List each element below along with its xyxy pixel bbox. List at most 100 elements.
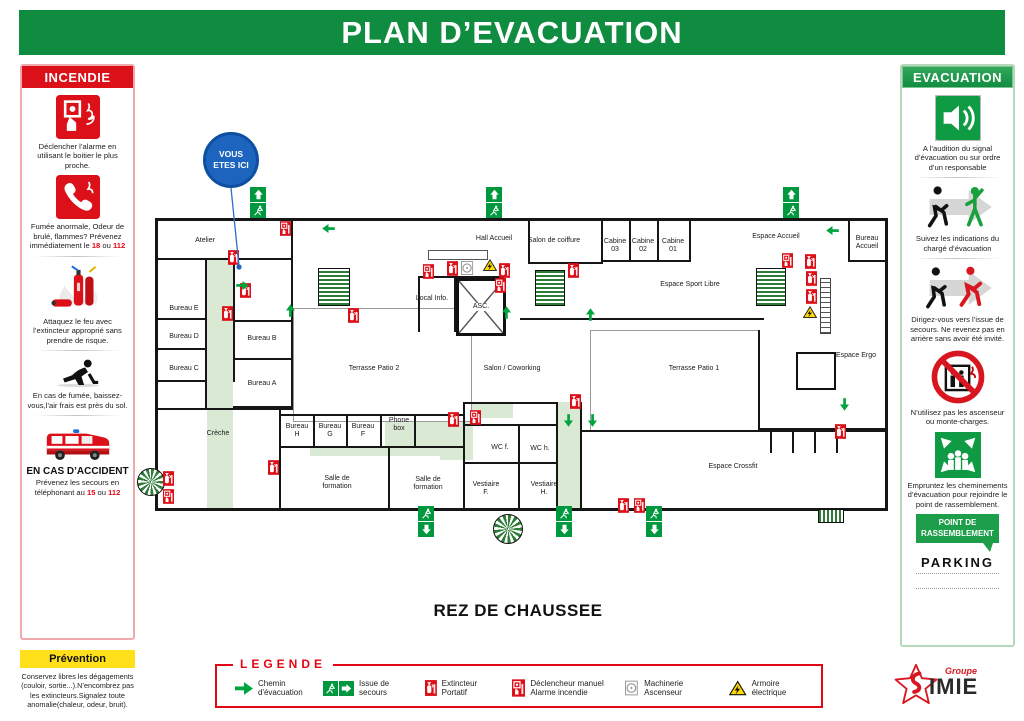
exit-arrow-up-icon bbox=[250, 187, 266, 202]
you-are-here-label: VOUS ETES ICI bbox=[213, 149, 249, 170]
evacuation-arrow-icon bbox=[502, 306, 511, 319]
wall bbox=[629, 218, 631, 262]
room-label-asc: ASC. bbox=[471, 303, 491, 311]
floor-name: REZ DE CHAUSSEE bbox=[433, 601, 603, 620]
wall bbox=[291, 315, 293, 408]
incendie-header-label: INCENDIE bbox=[44, 69, 111, 85]
wall bbox=[418, 276, 420, 332]
wall bbox=[601, 218, 603, 262]
wall bbox=[885, 218, 888, 511]
extinguisher-icon bbox=[424, 679, 437, 697]
wall bbox=[418, 276, 504, 278]
room-label: Salon de coiffure bbox=[527, 237, 581, 245]
divider bbox=[914, 258, 1001, 260]
extinguisher-icon bbox=[447, 261, 458, 276]
legend-label: Chemin d'évacuation bbox=[258, 678, 303, 697]
manual-call-point-icon bbox=[470, 410, 481, 425]
room-label: Bureau A bbox=[247, 380, 277, 388]
exit-runner-icon bbox=[646, 506, 662, 521]
legend-title: LEGENDE bbox=[233, 657, 334, 671]
wall bbox=[346, 414, 348, 448]
fire-extinguishers-illustration bbox=[50, 265, 98, 307]
wall bbox=[836, 431, 838, 453]
manual-call-point-icon bbox=[495, 278, 506, 293]
accident-title: EN CAS D’ACCIDENT bbox=[26, 466, 129, 478]
exit-runner-icon bbox=[783, 203, 799, 218]
wall bbox=[454, 276, 456, 332]
prevention-header: Prévention bbox=[20, 650, 135, 668]
room-label: Salle de formation bbox=[413, 476, 443, 491]
crouch-low-icon bbox=[56, 360, 99, 388]
shelving bbox=[820, 278, 831, 334]
evacuation-body: A l’audition du signal d’évacuation ou s… bbox=[902, 88, 1013, 594]
wall bbox=[528, 262, 603, 264]
emergency-exit-sign bbox=[486, 187, 502, 218]
manual-call-point-icon bbox=[423, 264, 434, 279]
exit-arrow-down-icon bbox=[646, 522, 662, 537]
extinguisher-icon bbox=[568, 263, 579, 278]
logo-name: IMIE bbox=[929, 674, 979, 699]
evacuation-step2-text: Suivez les indications du chargé d’évacu… bbox=[915, 234, 1000, 253]
wall bbox=[155, 508, 888, 511]
evacuation-arrow-icon bbox=[826, 226, 839, 235]
exit-runner-icon bbox=[418, 506, 434, 521]
wall bbox=[528, 218, 530, 264]
fire-phone-icon bbox=[55, 175, 100, 220]
company-logo: Groupe IMIE bbox=[893, 658, 1019, 716]
emergency-exit-icon bbox=[323, 680, 354, 696]
room-label: Atelier bbox=[195, 237, 215, 245]
exterior-stairs bbox=[818, 509, 844, 523]
room-label: Cabine 02 bbox=[631, 238, 655, 253]
legend-item: Chemin d'évacuation bbox=[235, 679, 310, 697]
manual-call-point-icon bbox=[280, 221, 291, 236]
legend-label: Déclencheur manuel Alarme incendie bbox=[530, 678, 604, 697]
wall bbox=[601, 260, 691, 262]
wall bbox=[414, 414, 416, 448]
room-label: Vestiaire F. bbox=[472, 481, 500, 496]
wall bbox=[556, 402, 558, 510]
wall bbox=[279, 446, 465, 448]
wall bbox=[233, 406, 293, 408]
legend-label: Issue de secours bbox=[359, 678, 390, 697]
room-label: Bureau E bbox=[169, 305, 199, 313]
terrace-patio-1-area bbox=[590, 330, 760, 432]
stairs bbox=[535, 270, 565, 306]
manual-call-point-icon bbox=[163, 489, 174, 504]
stairs bbox=[756, 268, 786, 306]
wall bbox=[155, 218, 888, 221]
no-elevator-icon bbox=[931, 350, 984, 404]
divider bbox=[34, 415, 121, 417]
extinguisher-icon bbox=[570, 394, 581, 409]
room-label: Phone box bbox=[388, 417, 410, 432]
wall bbox=[155, 348, 207, 350]
prevention-text: Conservez libres les dégagements (couloi… bbox=[21, 672, 134, 710]
wall bbox=[463, 424, 556, 426]
follow-guide-icon bbox=[927, 186, 992, 228]
elevator-machinery-icon bbox=[461, 261, 474, 276]
wall bbox=[155, 218, 158, 511]
incendie-body: Déclencher l’alarme en utilisant le boit… bbox=[22, 88, 133, 504]
wall bbox=[580, 430, 885, 432]
page-title: PLAN D’EVACUATION bbox=[341, 14, 683, 50]
room-label: WC h. bbox=[530, 445, 550, 453]
extinguisher-icon bbox=[806, 271, 817, 286]
wall bbox=[380, 414, 382, 448]
incendie-step2-text: Fumée anormale, Odeur de brulé, flammes?… bbox=[29, 222, 126, 251]
reception-desk bbox=[428, 250, 488, 260]
assembly-point-badge: POINT DE RASSEMBLEMENT bbox=[916, 514, 999, 544]
manual-call-point-icon bbox=[512, 679, 526, 697]
spiral-stairs bbox=[137, 468, 165, 496]
room-label: Bureau G bbox=[318, 423, 342, 438]
evacuation-arrow-icon bbox=[586, 308, 595, 321]
wall bbox=[792, 431, 794, 453]
emergency-exit-sign bbox=[783, 187, 799, 218]
emergency-exit-sign bbox=[250, 187, 266, 218]
extinguisher-icon bbox=[348, 308, 359, 323]
evacuation-step5-text: Empruntez les cheminements d’évacuation … bbox=[907, 480, 1008, 509]
you-are-here-pointer-line bbox=[230, 187, 242, 270]
accident-text: Prévenez les secours en téléphonant au 1… bbox=[34, 478, 121, 497]
spiral-stairs bbox=[493, 514, 523, 544]
wall bbox=[580, 402, 582, 510]
evacuation-path bbox=[473, 402, 513, 418]
legend-item: Issue de secours bbox=[323, 679, 412, 697]
